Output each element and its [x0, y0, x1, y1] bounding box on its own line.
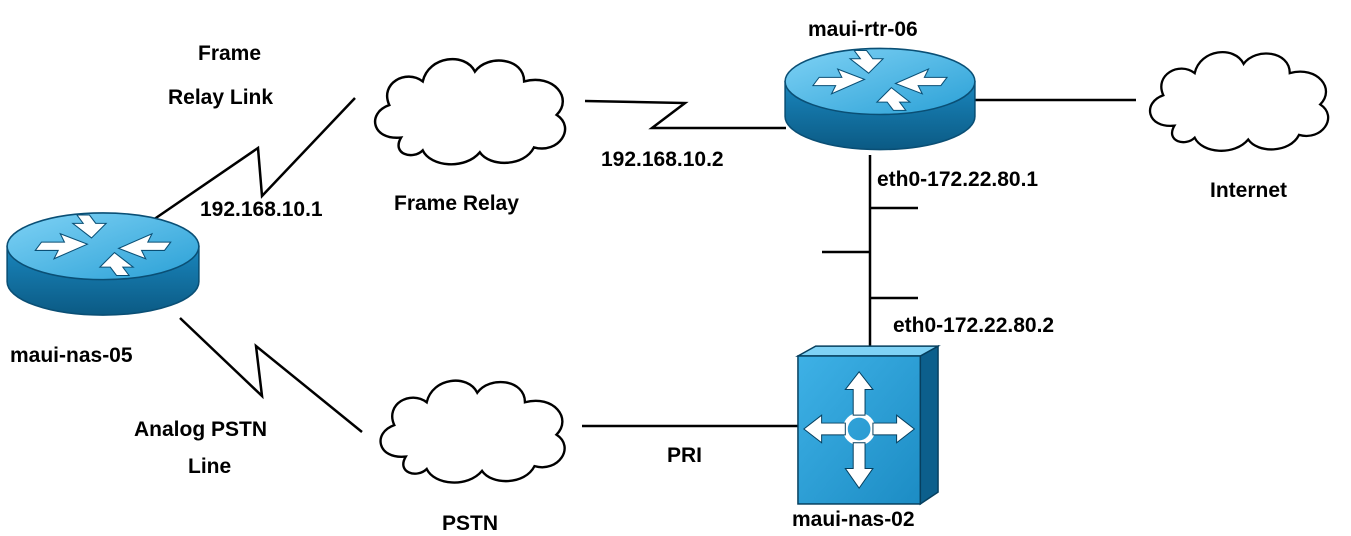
cloud-icon: [379, 379, 566, 484]
nas02-eth-address: eth0-172.22.80.2: [893, 314, 1054, 337]
nas02-device-label: maui-nas-02: [792, 508, 915, 531]
cloud-icon: [1148, 50, 1330, 152]
analog-line-label-line1: Analog PSTN: [134, 418, 267, 441]
cloud-icon: [373, 57, 567, 166]
frame-relay-link-label-line1: Frame: [198, 42, 261, 65]
nas05-device-label: maui-nas-05: [10, 344, 133, 367]
analog-line-label-line2: Line: [188, 455, 231, 478]
nas05-serial-address: 192.168.10.1: [200, 198, 323, 221]
frame-relay-link-label-line2: Relay Link: [168, 86, 273, 109]
frame-relay-serial-link: [149, 97, 356, 224]
links: [149, 97, 1136, 433]
frame-relay-to-rtr-link: [584, 99, 786, 130]
rtr06-eth-address: eth0-172.22.80.1: [877, 168, 1038, 191]
access-server-icon: [798, 346, 938, 504]
router-icon: [6, 212, 200, 316]
frame-relay-cloud-label: Frame Relay: [394, 192, 519, 215]
rtr06-serial-address: 192.168.10.2: [601, 148, 724, 171]
pri-label: PRI: [667, 444, 702, 467]
pstn-cloud-label: PSTN: [442, 512, 498, 535]
router-icon: [784, 47, 976, 151]
rtr06-device-label: maui-rtr-06: [808, 18, 918, 41]
analog-pstn-link: [179, 317, 363, 433]
internet-cloud-label: Internet: [1210, 179, 1287, 202]
